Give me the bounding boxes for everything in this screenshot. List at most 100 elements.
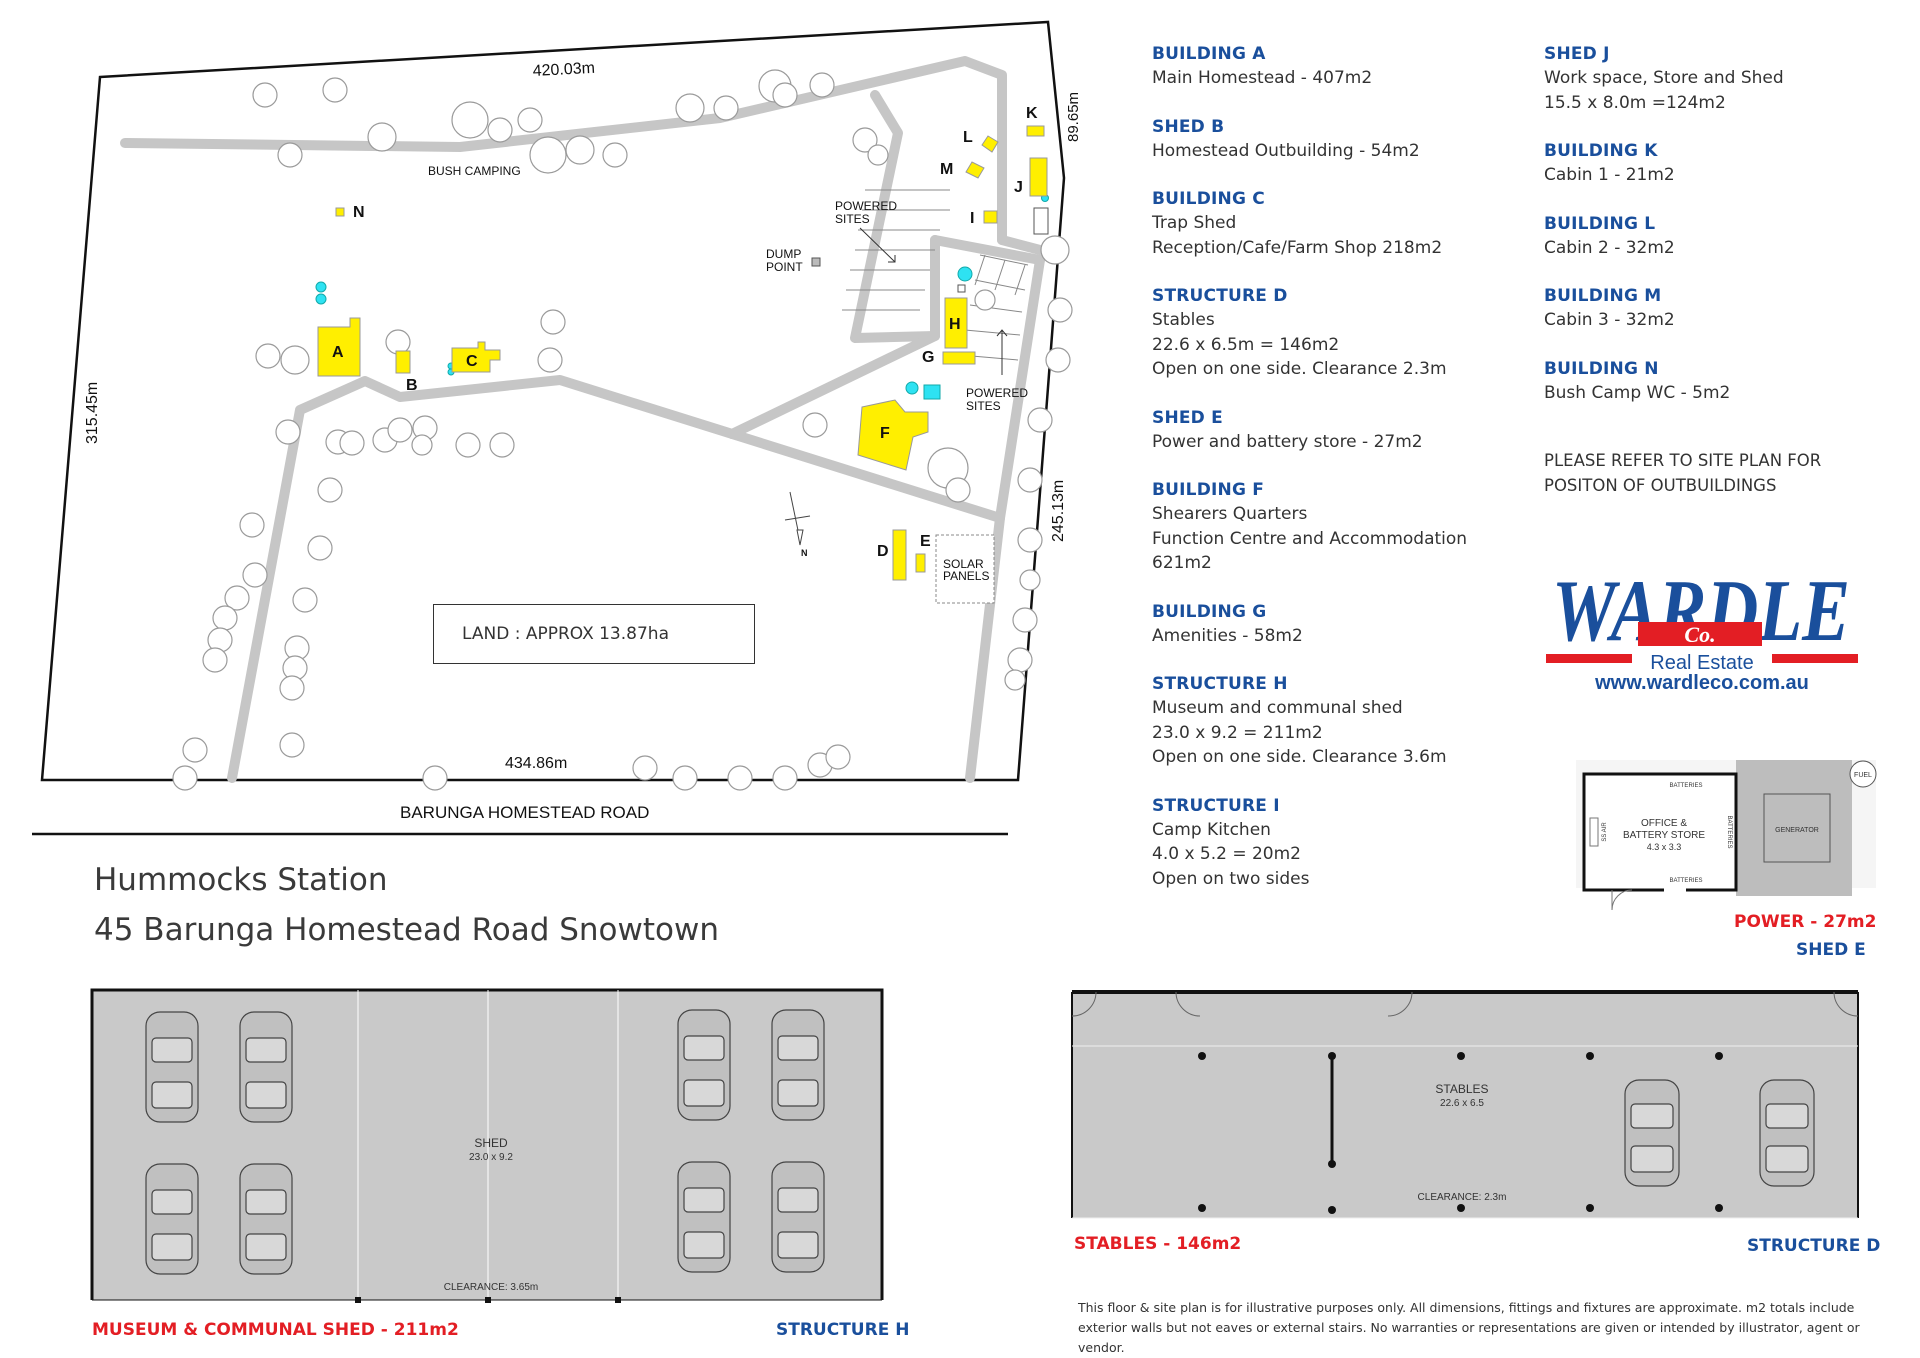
building-N-shape — [335, 207, 345, 217]
note-line: POSITON OF OUTBUILDINGS — [1544, 476, 1777, 495]
dim-bottom: 434.86m — [505, 755, 567, 772]
legend-line: Open on one side. Clearance 3.6m — [1152, 747, 1447, 767]
letter-M: M — [940, 161, 953, 178]
legend-line: Work space, Store and Shed — [1544, 68, 1784, 88]
structure-h-caption-red: MUSEUM & COMMUNAL SHED - 211m2 — [92, 1320, 459, 1340]
legend-item-building-g: BUILDING G Amenities - 58m2 — [1152, 600, 1532, 649]
label-solar-panels-2: PANELS — [943, 569, 989, 583]
legend-line: Trap Shed — [1152, 213, 1237, 233]
label-office-2: BATTERY STORE — [1623, 830, 1705, 841]
legend-item-shed-j: SHED J Work space, Store and Shed 15.5 x… — [1544, 42, 1884, 115]
building-M-shape — [965, 161, 985, 179]
legend-line: 22.6 x 6.5m = 146m2 — [1152, 334, 1340, 355]
legend-column-1: BUILDING A Main Homestead - 407m2 SHED B… — [1152, 42, 1532, 915]
structure-D-shape — [892, 529, 907, 581]
letter-G: G — [922, 349, 934, 366]
letter-N: N — [353, 204, 365, 221]
label-powered-sites-lower-2: SITES — [966, 399, 1001, 413]
legend-title: BUILDING F — [1152, 480, 1265, 500]
logo-co-badge — [1638, 622, 1762, 646]
car-icon — [145, 1011, 199, 1123]
legend-line: 23.0 x 9.2 = 211m2 — [1152, 722, 1323, 743]
legend-item-building-c: BUILDING C Trap Shed Reception/Cafe/Farm… — [1152, 187, 1532, 260]
legend-item-shed-b: SHED B Homestead Outbuilding - 54m2 — [1152, 115, 1532, 164]
legend-line: Museum and communal shed — [1152, 698, 1403, 718]
stables-size: 22.6 x 6.5 — [1440, 1098, 1484, 1109]
shed-e-plan: FUEL BATTERIES BATTERIES BATTERIES SS AI… — [1576, 760, 1877, 911]
label-road: BARUNGA HOMESTEAD ROAD — [400, 803, 649, 822]
legend-line: Homestead Outbuilding - 54m2 — [1152, 140, 1420, 161]
legend-title: BUILDING C — [1152, 189, 1265, 209]
label-dump-point-2: POINT — [766, 260, 803, 274]
disclaimer: This floor & site plan is for illustrati… — [1078, 1300, 1860, 1355]
structure-h-caption-blue: STRUCTURE H — [776, 1320, 910, 1340]
trees — [172, 69, 1073, 791]
property-title: Hummocks Station — [94, 862, 388, 898]
legend-line: Open on one side. Clearance 2.3m — [1152, 359, 1447, 379]
legend-item-structure-i: STRUCTURE I Camp Kitchen 4.0 x 5.2 = 20m… — [1152, 794, 1532, 892]
stables-clearance: CLEARANCE: 2.3m — [1418, 1192, 1507, 1203]
legend-item-building-k: BUILDING K Cabin 1 - 21m2 — [1544, 139, 1884, 188]
car-icon — [771, 1009, 825, 1121]
shed-E-shape — [915, 553, 926, 573]
land-area-label: LAND : APPROX 13.87ha — [462, 624, 669, 644]
legend-item-building-l: BUILDING L Cabin 2 - 32m2 — [1544, 212, 1884, 261]
car-icons — [145, 1009, 825, 1275]
logo-url[interactable]: www.wardleco.com.au — [1595, 672, 1809, 694]
property-address: 45 Barunga Homestead Road Snowtown — [94, 912, 719, 948]
building-K-shape — [1026, 125, 1045, 137]
legend-title: SHED J — [1544, 44, 1610, 64]
label-generator: GENERATOR — [1775, 827, 1819, 834]
car-icons — [1624, 1079, 1815, 1187]
letter-J: J — [1014, 179, 1023, 196]
logo-sub: Real Estate — [1650, 652, 1753, 674]
car-icon — [239, 1011, 293, 1123]
legend-line: Cabin 2 - 32m2 — [1544, 237, 1675, 258]
shed-h-size: 23.0 x 9.2 — [469, 1152, 513, 1163]
legend-line: Camp Kitchen — [1152, 819, 1271, 840]
north-arrow — [784, 491, 811, 546]
letter-H: H — [949, 316, 961, 333]
shed-B-shape — [395, 350, 411, 374]
label-fuel: FUEL — [1854, 772, 1872, 779]
legend-title: BUILDING N — [1544, 358, 1659, 379]
label-north: N — [801, 548, 808, 558]
site-plan-map: 420.03m 89.65m 245.13m 315.45m 434.86m B… — [32, 20, 1080, 836]
car-icon — [1624, 1079, 1680, 1187]
shed-e-caption-red: POWER - 27m2 — [1734, 912, 1877, 932]
structure-I-shape — [983, 210, 998, 224]
dim-left: 315.45m — [84, 382, 101, 444]
legend-title: BUILDING G — [1152, 601, 1267, 622]
legend-line: Bush Camp WC - 5m2 — [1544, 382, 1731, 403]
car-icon — [239, 1163, 293, 1275]
legend-line: Cabin 1 - 21m2 — [1544, 165, 1675, 185]
wardle-logo: WARDLE Co. Real Estate — [1546, 563, 1858, 674]
legend-line: Power and battery store - 27m2 — [1152, 431, 1423, 452]
car-icon — [1759, 1079, 1815, 1187]
powered-site-arrows — [859, 227, 1008, 375]
dim-right-lower: 245.13m — [1050, 480, 1067, 542]
label-batteries-bottom: BATTERIES — [1670, 878, 1703, 884]
solar-panels-area — [935, 534, 995, 604]
dump-point-marker — [811, 257, 821, 267]
legend-title: STRUCTURE I — [1152, 795, 1280, 816]
land-area-box: LAND : APPROX 13.87ha — [433, 604, 755, 664]
legend-item-structure-h: STRUCTURE H Museum and communal shed 23.… — [1152, 672, 1532, 770]
structure-H-shape — [944, 297, 968, 349]
letter-D: D — [877, 543, 889, 560]
label-ss-air: SS AIR — [1602, 822, 1608, 842]
label-solar-panels-1: SOLAR — [943, 557, 984, 571]
legend-title: BUILDING K — [1544, 141, 1658, 161]
legend-item-building-f: BUILDING F Shearers Quarters Function Ce… — [1152, 478, 1532, 576]
label-bush-camping: BUSH CAMPING — [428, 164, 521, 178]
letter-A: A — [332, 344, 344, 361]
label-batteries-right: BATTERIES — [1726, 816, 1732, 849]
car-icon — [145, 1163, 199, 1275]
car-icon — [677, 1009, 731, 1121]
legend-item-building-n: BUILDING N Bush Camp WC - 5m2 — [1544, 357, 1884, 406]
car-icon — [771, 1161, 825, 1273]
legend-line: 4.0 x 5.2 = 20m2 — [1152, 844, 1301, 864]
logo-co: Co. — [1684, 622, 1715, 647]
legend-title: BUILDING M — [1544, 286, 1662, 306]
